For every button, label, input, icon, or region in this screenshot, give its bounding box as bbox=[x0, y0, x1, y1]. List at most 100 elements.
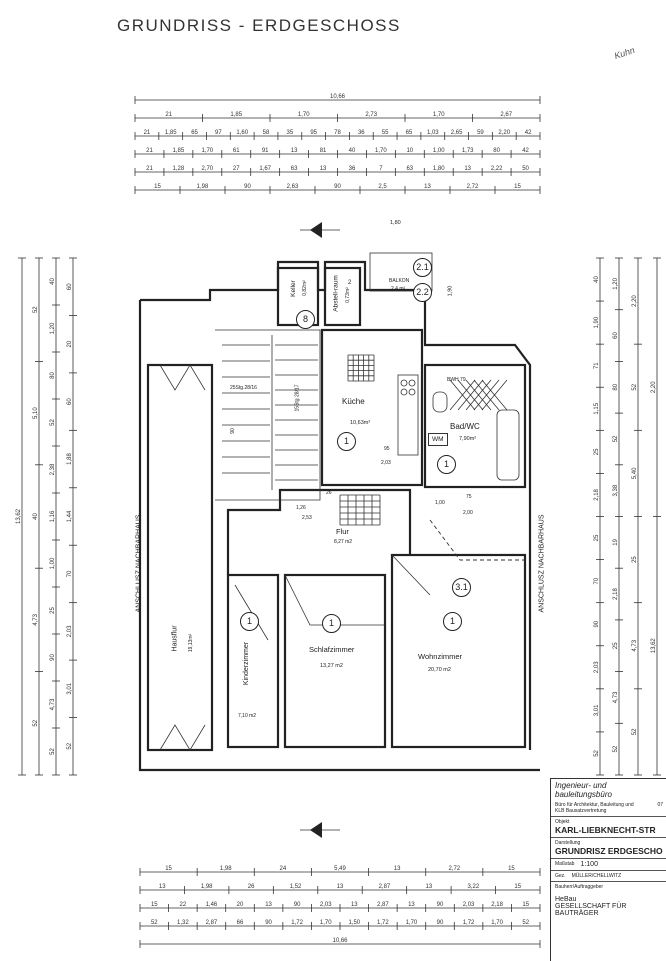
dim-right-label: 70 bbox=[594, 577, 600, 584]
stairs-run-label: 15Stg 28/17 bbox=[294, 384, 301, 412]
dim-right-label: 3,01 bbox=[594, 704, 600, 716]
dim-bottom-label: 52 bbox=[522, 920, 529, 926]
dim-bottom-label: 1,72 bbox=[377, 920, 389, 926]
dim-stair-126: 1,26 bbox=[296, 505, 306, 511]
dim-top-label: 21 bbox=[144, 130, 151, 136]
dim-top-label: 15 bbox=[514, 184, 521, 190]
dim-bottom-label: 52 bbox=[151, 920, 158, 926]
dim-bottom-label: 1,70 bbox=[320, 920, 332, 926]
dim-bottom-label: 2,72 bbox=[448, 866, 460, 872]
room-wohn-area: 20,70 m2 bbox=[428, 667, 451, 673]
office-subtitle: Büro für Architektur, Bauleitung und KLB… bbox=[555, 802, 634, 814]
room-wohn-name: Wohnzimmer bbox=[418, 652, 463, 661]
object-label: Objekt bbox=[555, 819, 570, 825]
stairs-label: 25Stg.28/16 bbox=[230, 385, 257, 391]
dim-left-label: 3,01 bbox=[67, 682, 73, 694]
dim-right-label: 25 bbox=[632, 556, 638, 563]
dim-top-label: 2,72 bbox=[467, 184, 479, 190]
dim-top-label: 1,85 bbox=[165, 130, 177, 136]
dim-bottom-label: 90 bbox=[265, 920, 272, 926]
dim-right-label: 4,73 bbox=[632, 639, 638, 651]
dim-left-label: 1,88 bbox=[67, 453, 73, 465]
dim-right-label: 2,03 bbox=[594, 661, 600, 673]
dim-bottom-label: 1,72 bbox=[463, 920, 475, 926]
room-kinder-area: 7,10 m2 bbox=[238, 713, 257, 719]
title-block: Ingenieur- und bauleitungsbüro Büro für … bbox=[550, 778, 666, 961]
room-schlaf-area: 13,27 m2 bbox=[320, 663, 343, 669]
dim-left-label: 52 bbox=[50, 748, 56, 755]
dim-top-label: 81 bbox=[320, 148, 327, 154]
dim-flur-75: 75 bbox=[466, 494, 472, 500]
dim-top-label: 13 bbox=[464, 166, 471, 172]
dim-top-label: 2,5 bbox=[378, 184, 387, 190]
dim-left-label: 5,10 bbox=[33, 407, 39, 419]
client-label: Bauherr/Auftraggeber bbox=[555, 884, 604, 890]
dim-bottom-label: 24 bbox=[280, 866, 287, 872]
dim-left-label: 1,16 bbox=[50, 510, 56, 522]
client-line-3: BAUTRÄGER bbox=[555, 910, 599, 917]
dim-stair-26: 26 bbox=[326, 490, 332, 496]
scale-label: Maßstab bbox=[555, 861, 575, 867]
dim-top-label: 61 bbox=[233, 148, 240, 154]
dim-top-label: 63 bbox=[291, 166, 298, 172]
dim-top-label: 1,60 bbox=[236, 130, 248, 136]
dim-top-label: 1,70 bbox=[201, 148, 213, 154]
section-marker-bottom-icon bbox=[300, 822, 340, 838]
dim-top-label: 2,70 bbox=[201, 166, 213, 172]
room-bad-unit: 1 bbox=[437, 455, 456, 474]
dim-top-label: 40 bbox=[349, 148, 356, 154]
tile-line bbox=[473, 379, 500, 411]
tile-line bbox=[481, 379, 508, 411]
door-swings bbox=[159, 364, 525, 751]
dim-top-label: 13 bbox=[320, 166, 327, 172]
dim-bottom-label: 26 bbox=[248, 884, 255, 890]
dim-bottom-label: 13 bbox=[351, 902, 358, 908]
dim-left-label: 60 bbox=[67, 283, 73, 290]
dim-left-label: 4,73 bbox=[33, 613, 39, 625]
room-bad-area: 7,90m² bbox=[459, 436, 477, 442]
dim-bottom-label: 1,70 bbox=[406, 920, 418, 926]
dim-stair-90: 90 bbox=[229, 428, 236, 434]
dim-top-label: 42 bbox=[522, 148, 529, 154]
dim-top-label: 10,66 bbox=[330, 94, 346, 100]
dim-bottom-label: 13 bbox=[408, 902, 415, 908]
dim-left-label: 2,03 bbox=[67, 625, 73, 637]
dim-right-label: 52 bbox=[613, 435, 619, 442]
side-label-left: ANSCHLUSZ NACHBARHAUS bbox=[135, 514, 143, 613]
room-kueche-area: 10,63m² bbox=[350, 420, 371, 426]
tile-line bbox=[465, 379, 492, 411]
dim-right-label: 1,20 bbox=[613, 277, 619, 289]
dim-balkon-width: 1,80 bbox=[390, 220, 401, 226]
dim-bottom-label: 2,18 bbox=[491, 902, 503, 908]
dim-top-label: 1,00 bbox=[433, 148, 445, 154]
dim-top-label: 91 bbox=[262, 148, 269, 154]
page-title: GRUNDRISS - ERDGESCHOSS bbox=[117, 16, 401, 35]
room-schlaf-unit: 1 bbox=[322, 614, 341, 633]
client-line-1: HeBau bbox=[555, 896, 577, 903]
dim-right-label: 80 bbox=[613, 383, 619, 390]
dim-top-label: 2,65 bbox=[451, 130, 463, 136]
dim-left-label: 20 bbox=[67, 340, 73, 347]
kitchen-counter bbox=[397, 374, 419, 456]
dim-right-label: 1,15 bbox=[594, 402, 600, 414]
dim-bottom-label: 13 bbox=[426, 884, 433, 890]
dim-left-label: 60 bbox=[67, 398, 73, 405]
dim-right-label: 52 bbox=[613, 745, 619, 752]
dim-top-label: 36 bbox=[358, 130, 365, 136]
room-keller-name: Keller bbox=[289, 280, 297, 297]
dim-top-label: 35 bbox=[287, 130, 294, 136]
dim-bottom-label: 1,52 bbox=[290, 884, 302, 890]
dim-right-label: 25 bbox=[613, 642, 619, 649]
room-balkon-unit-b: 2.2 bbox=[413, 283, 432, 302]
dim-top-label: 58 bbox=[263, 130, 270, 136]
dim-top-label: 65 bbox=[191, 130, 198, 136]
room-kueche-unit: 1 bbox=[337, 432, 356, 451]
room-abstell-unit: 2 bbox=[348, 280, 352, 286]
dim-left-label: 80 bbox=[50, 372, 56, 379]
dim-top-label: 42 bbox=[525, 130, 532, 136]
dim-right-label: 4,73 bbox=[613, 691, 619, 703]
office-phone: 07 bbox=[657, 802, 663, 808]
dim-kueche-203: 2,03 bbox=[381, 460, 391, 466]
dim-top-label: 1,70 bbox=[375, 148, 387, 154]
dim-top-label: 90 bbox=[244, 184, 251, 190]
